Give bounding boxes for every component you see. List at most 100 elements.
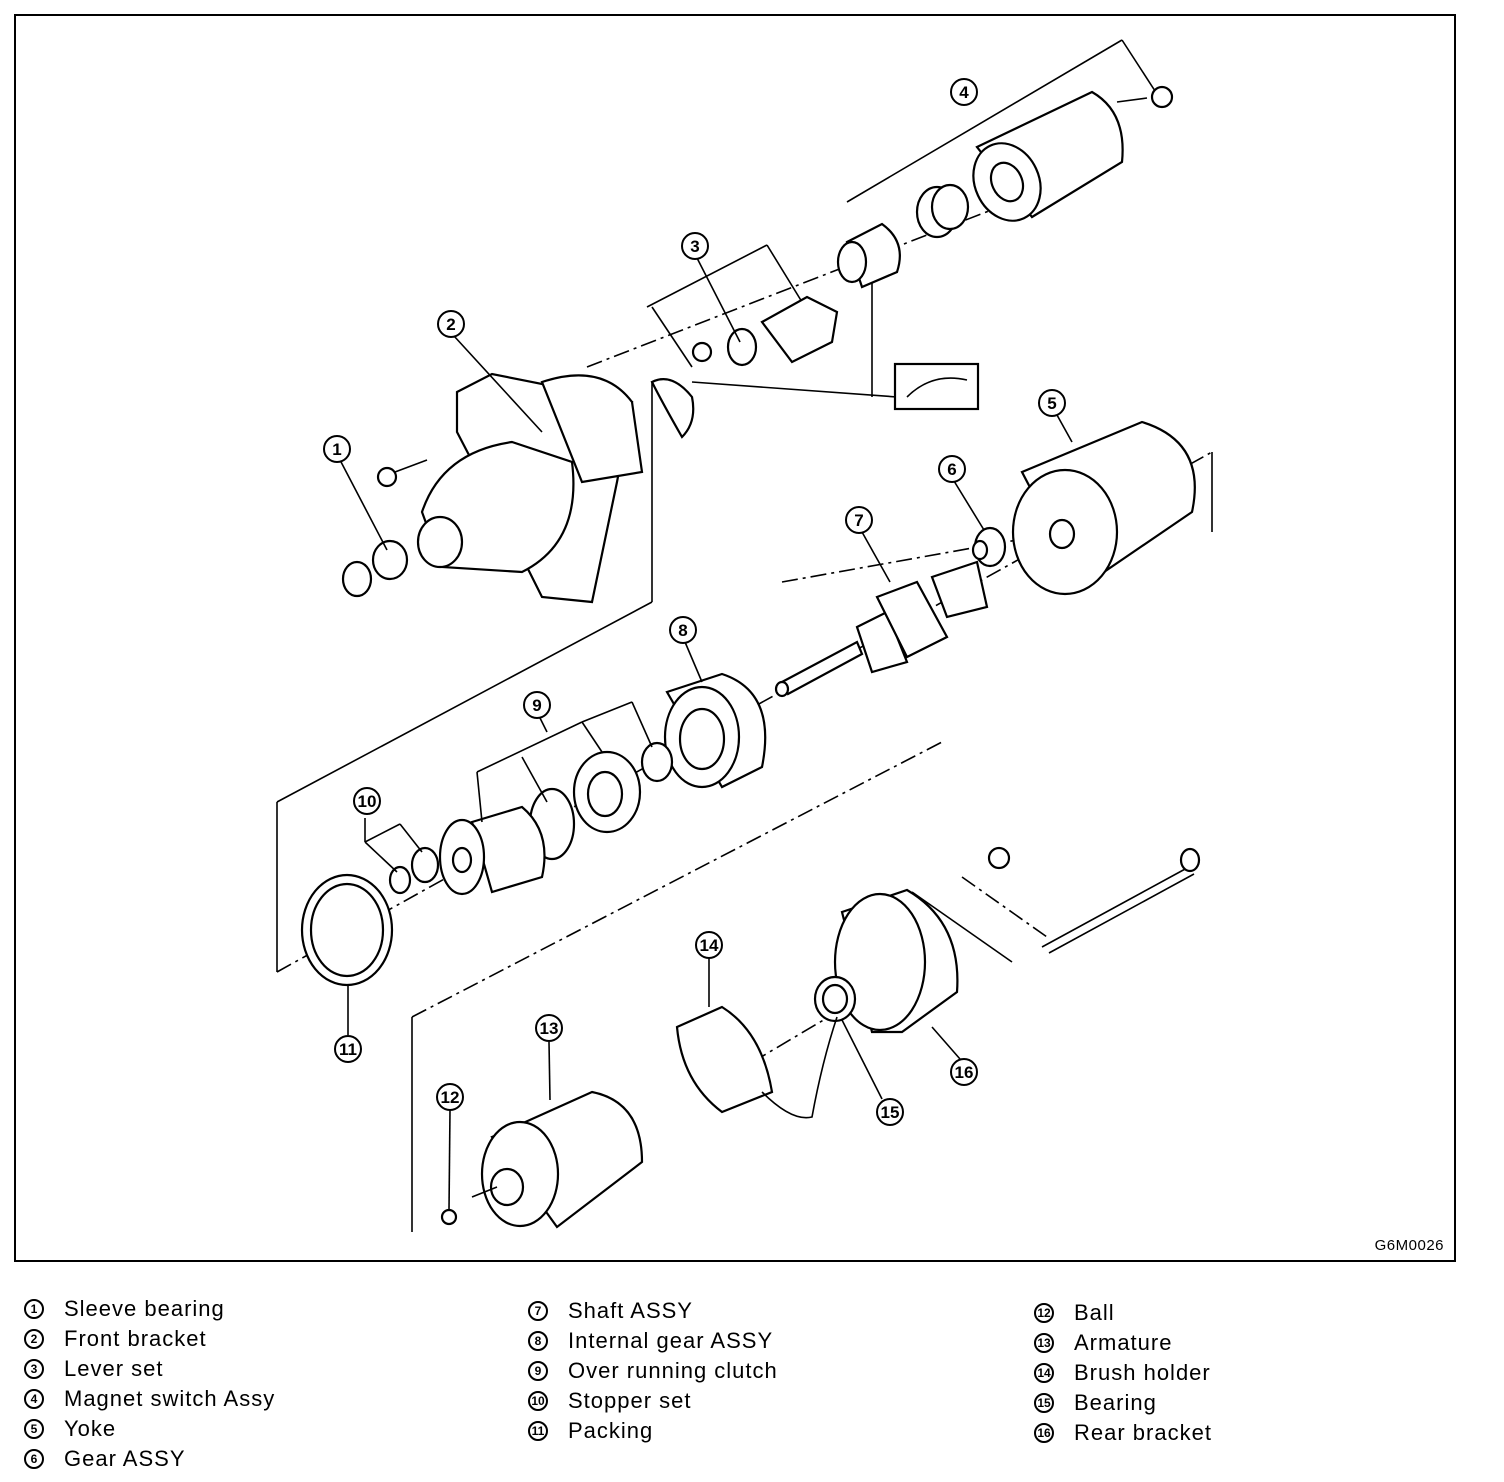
gear-assy <box>971 526 1007 568</box>
callout-3: 3 <box>681 232 709 260</box>
svg-text:13: 13 <box>540 1019 559 1038</box>
callout-2: 2 <box>437 310 465 338</box>
legend-label: Gear ASSY <box>64 1446 186 1471</box>
legend-item: 2 Front bracket <box>24 1324 275 1354</box>
legend-number: 12 <box>1034 1303 1054 1323</box>
legend-item: 9 Over running clutch <box>528 1356 778 1386</box>
svg-text:4: 4 <box>959 83 969 102</box>
svg-text:5: 5 <box>1047 394 1056 413</box>
legend-label: Internal gear ASSY <box>568 1328 774 1353</box>
plunger <box>836 222 901 289</box>
callout-10: 10 <box>353 787 381 815</box>
callout-4: 4 <box>950 78 978 106</box>
legend-label: Yoke <box>64 1416 117 1441</box>
legend-number: 7 <box>528 1301 548 1321</box>
svg-text:2: 2 <box>446 315 455 334</box>
legend-number: 9 <box>528 1361 548 1381</box>
legend-item: 8 Internal gear ASSY <box>528 1326 778 1356</box>
legend-number: 14 <box>1034 1363 1054 1383</box>
callout-15: 15 <box>876 1098 904 1126</box>
legend-label: Over running clutch <box>568 1358 778 1383</box>
legend-column-2: 7 Shaft ASSY 8 Internal gear ASSY 9 Over ru… <box>528 1296 778 1446</box>
legend-number: 10 <box>528 1391 548 1411</box>
legend-number: 16 <box>1034 1423 1054 1443</box>
brush-holder <box>675 1005 838 1119</box>
exploded-view-drawing: 1 2 3 4 5 6 7 8 9 10 <box>276 39 1213 1232</box>
legend-label: Stopper set <box>568 1388 692 1413</box>
callout-7: 7 <box>845 506 873 534</box>
legend-label: Rear bracket <box>1074 1420 1212 1445</box>
yoke <box>1011 420 1196 596</box>
legend-item: 11 Packing <box>528 1416 778 1446</box>
legend-label: Shaft ASSY <box>568 1298 693 1323</box>
through-bolts <box>987 846 1201 954</box>
legend-item: 16 Rear bracket <box>1034 1418 1212 1448</box>
callout-6: 6 <box>938 455 966 483</box>
bearing <box>813 975 857 1023</box>
legend-label: Magnet switch Assy <box>64 1386 276 1411</box>
over-running-clutch <box>438 741 674 896</box>
svg-text:6: 6 <box>947 460 956 479</box>
callout-1: 1 <box>323 435 351 463</box>
stopper-set <box>388 846 440 895</box>
legend-item: 15 Bearing <box>1034 1388 1212 1418</box>
legend-number: 4 <box>24 1389 44 1409</box>
svg-text:15: 15 <box>881 1103 900 1122</box>
legend-column-1: 1 Sleeve bearing 2 Front bracket 3 Lever se… <box>24 1294 275 1474</box>
legend-number: 11 <box>528 1421 548 1441</box>
callout-16: 16 <box>950 1058 978 1086</box>
svg-text:10: 10 <box>358 792 377 811</box>
legend-item: 4 Magnet switch Assy <box>24 1384 275 1414</box>
shaft-assy <box>774 560 989 698</box>
svg-text:8: 8 <box>678 621 687 640</box>
legend-number: 2 <box>24 1329 44 1349</box>
legend-number: 6 <box>24 1449 44 1469</box>
legend-number: 8 <box>528 1331 548 1351</box>
lever-set <box>650 295 839 439</box>
legend-number: 15 <box>1034 1393 1054 1413</box>
legend-label: Bearing <box>1074 1390 1157 1415</box>
svg-text:16: 16 <box>955 1063 974 1082</box>
legend-item: 13 Armature <box>1034 1328 1212 1358</box>
legend-item: 1 Sleeve bearing <box>24 1294 275 1324</box>
sleeve-bearing <box>341 539 409 598</box>
legend-number: 3 <box>24 1359 44 1379</box>
front-bracket <box>376 372 644 604</box>
callout-14: 14 <box>695 931 723 959</box>
legend-number: 5 <box>24 1419 44 1439</box>
ball <box>440 1208 458 1226</box>
legend-item: 6 Gear ASSY <box>24 1444 275 1474</box>
legend-label: Lever set <box>64 1356 164 1381</box>
svg-text:1: 1 <box>332 440 341 459</box>
legend-label: Armature <box>1074 1330 1173 1355</box>
svg-text:9: 9 <box>532 696 541 715</box>
legend-item: 5 Yoke <box>24 1414 275 1444</box>
packing <box>300 873 394 987</box>
legend-label: Sleeve bearing <box>64 1296 225 1321</box>
legend-item: 14 Brush holder <box>1034 1358 1212 1388</box>
legend-label: Brush holder <box>1074 1360 1211 1385</box>
legend-label: Front bracket <box>64 1326 207 1351</box>
legend-item: 3 Lever set <box>24 1354 275 1384</box>
plunger-spring <box>915 183 970 239</box>
diagram-frame: 1 2 3 4 5 6 7 8 9 10 <box>14 14 1456 1262</box>
grease-icon <box>893 362 980 411</box>
rear-bracket <box>833 888 959 1034</box>
svg-text:7: 7 <box>854 511 863 530</box>
legend-item: 7 Shaft ASSY <box>528 1296 778 1326</box>
callout-9: 9 <box>523 691 551 719</box>
legend-number: 13 <box>1034 1333 1054 1353</box>
legend-item: 10 Stopper set <box>528 1386 778 1416</box>
svg-text:3: 3 <box>690 237 699 256</box>
legend-number: 1 <box>24 1299 44 1319</box>
armature <box>471 1090 644 1229</box>
parts-legend: 1 Sleeve bearing 2 Front bracket 3 Lever se… <box>0 1294 1504 1474</box>
svg-text:11: 11 <box>339 1040 357 1059</box>
callout-11: 11 <box>334 1035 362 1063</box>
legend-label: Packing <box>568 1418 654 1443</box>
callout-13: 13 <box>535 1014 563 1042</box>
magnet-switch-assy <box>972 85 1174 222</box>
callout-12: 12 <box>436 1083 464 1111</box>
internal-gear-assy <box>663 672 767 789</box>
